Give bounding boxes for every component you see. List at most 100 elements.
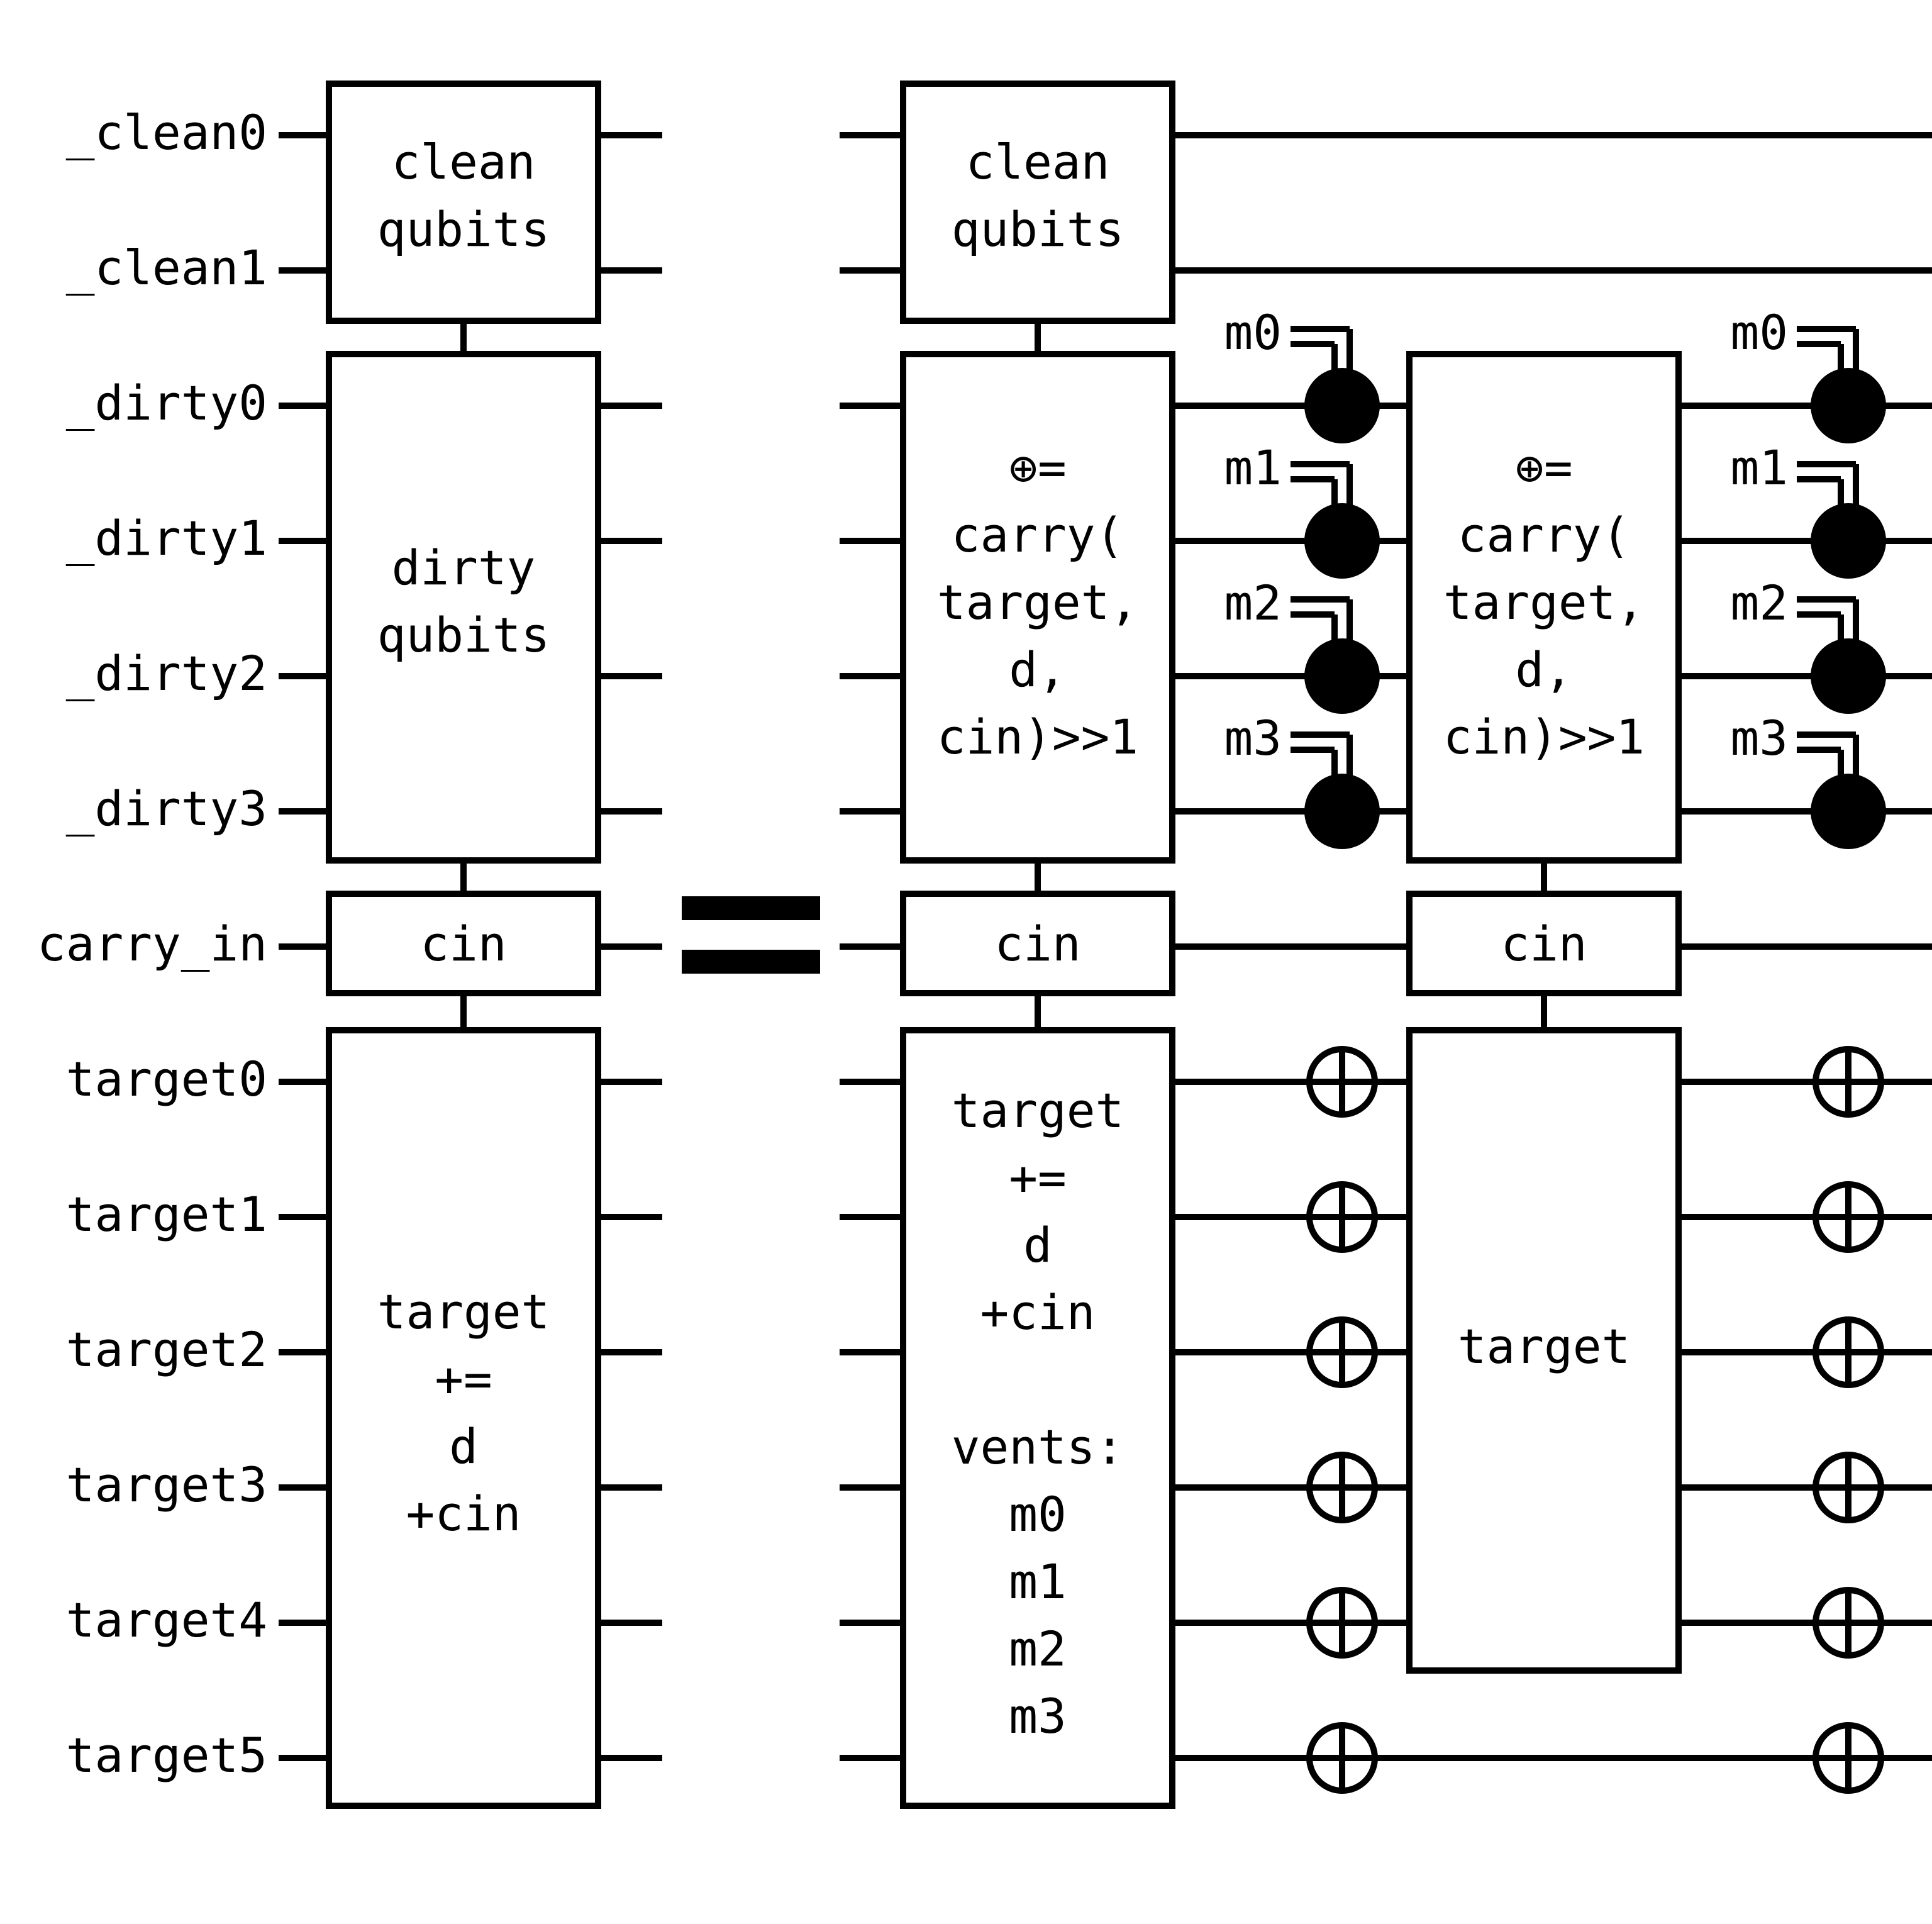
control-dot	[1304, 368, 1380, 443]
right-carry-line4: d,	[1009, 642, 1067, 698]
wire-label-target0: target0	[66, 1051, 267, 1107]
control-dot	[1304, 503, 1380, 579]
classical-control-m1-second: m1	[1730, 440, 1886, 579]
wire-label-target2: target2	[66, 1321, 267, 1377]
control-dot	[1811, 638, 1886, 714]
right-carry-line2: carry(	[952, 507, 1124, 563]
right-carry-box	[900, 351, 1175, 864]
measurement-label-m3: m3	[1224, 710, 1282, 766]
right-target-add-line3: d	[1023, 1217, 1052, 1273]
xor-gate	[1813, 1587, 1884, 1659]
classical-control-m2-second: m2	[1730, 575, 1886, 714]
left-target-label-line1: target	[377, 1284, 550, 1340]
right-carry2-line5: cin)>>1	[1443, 709, 1645, 765]
right-target-add-line10: m3	[1009, 1688, 1067, 1744]
right-target-add-line8: m1	[1009, 1554, 1067, 1610]
wire-label-target4: target4	[66, 1592, 267, 1648]
wire-label-dirty2: _dirty2	[66, 645, 267, 701]
right-target-add-line6: vents:	[952, 1419, 1124, 1475]
right-composite-gate-2: ⊕= carry( target, d, cin)>>1 cin target	[1406, 351, 1682, 1674]
measurement-controls-1: m0 m1 m2 m3	[1224, 304, 1380, 849]
wire-label-carry-in: carry_in	[37, 916, 267, 972]
right-cin2-box	[1406, 891, 1682, 996]
right-target-add-line9: m2	[1009, 1621, 1067, 1677]
wire-label-target3: target3	[66, 1457, 267, 1513]
right-clean-qubits-box	[900, 81, 1175, 324]
left-target-label-line3: d	[449, 1418, 478, 1474]
right-target2-label: target	[1458, 1318, 1631, 1374]
right-target-add-box	[900, 1027, 1175, 1809]
xor-gate	[1813, 1722, 1884, 1794]
classical-control-m3: m3	[1224, 710, 1380, 849]
xor-gate	[1306, 1181, 1378, 1253]
xor-gate	[1306, 1316, 1378, 1388]
right-composite-gate-1: clean qubits ⊕= carry( target, d, cin)>>…	[900, 81, 1175, 1809]
xor-gate	[1306, 1587, 1378, 1659]
right-clean-label-line2: qubits	[952, 201, 1124, 257]
xor-gate	[1813, 1316, 1884, 1388]
right-target-add-line2: +=	[1009, 1150, 1067, 1206]
right-carry-line5: cin)>>1	[937, 709, 1138, 765]
xor-gate	[1813, 1046, 1884, 1118]
control-dot	[1811, 774, 1886, 849]
wire-label-dirty3: _dirty3	[66, 781, 267, 837]
left-clean-label-line1: clean	[392, 134, 536, 190]
wire-labels: _clean0 _clean1 _dirty0 _dirty1 _dirty2 …	[37, 104, 267, 1783]
xor-gate	[1306, 1722, 1378, 1794]
control-dot	[1304, 774, 1380, 849]
xor-gate	[1813, 1181, 1884, 1253]
xor-targets-2	[1813, 1046, 1884, 1794]
right-target-add-line4: +cin	[980, 1284, 1095, 1340]
left-target-label-line2: +=	[435, 1351, 492, 1407]
right-carry2-line3: target,	[1443, 574, 1645, 630]
right-target2-box	[1406, 1027, 1682, 1674]
classical-control-m1: m1	[1224, 440, 1380, 579]
xor-gate	[1306, 1452, 1378, 1523]
right-carry-line3: target,	[937, 574, 1138, 630]
right-cin-label: cin	[994, 916, 1080, 972]
left-cin-label: cin	[420, 916, 506, 972]
left-target-box	[326, 1027, 601, 1809]
classical-control-m2: m2	[1224, 575, 1380, 714]
xor-gate	[1306, 1046, 1378, 1118]
left-clean-qubits-box	[326, 81, 601, 324]
left-cin-box	[326, 891, 601, 996]
right-carry2-line1: ⊕=	[1515, 440, 1573, 496]
right-carry2-line4: d,	[1515, 642, 1573, 698]
left-dirty-qubits-box	[326, 351, 601, 864]
right-cin-box	[900, 891, 1175, 996]
right-target-add-line1: target	[952, 1082, 1124, 1138]
xor-targets-1	[1306, 1046, 1378, 1794]
measurement-label-m0: m0	[1730, 304, 1788, 360]
xor-gate	[1813, 1452, 1884, 1523]
wire-label-clean1: _clean1	[66, 240, 267, 296]
equals-sign	[682, 896, 820, 974]
wire-label-dirty1: _dirty1	[66, 510, 267, 566]
left-clean-label-line2: qubits	[377, 201, 550, 257]
measurement-label-m2: m2	[1730, 575, 1788, 631]
control-dot	[1811, 368, 1886, 443]
left-dirty-label-line2: qubits	[377, 607, 550, 663]
wire-label-clean0: _clean0	[66, 104, 267, 160]
measurement-label-m0: m0	[1224, 304, 1282, 360]
measurement-label-m1: m1	[1730, 440, 1788, 496]
measurement-label-m2: m2	[1224, 575, 1282, 631]
wire-label-target1: target1	[66, 1186, 267, 1242]
right-carry2-line2: carry(	[1458, 507, 1631, 563]
right-clean-label-line1: clean	[966, 134, 1110, 190]
left-dirty-label-line1: dirty	[392, 540, 536, 596]
measurement-label-m1: m1	[1224, 440, 1282, 496]
right-carry2-box	[1406, 351, 1682, 864]
control-dot	[1811, 503, 1886, 579]
right-target-add-line7: m0	[1009, 1486, 1067, 1542]
wire-label-target5: target5	[66, 1727, 267, 1783]
classical-control-m3-second: m3	[1730, 710, 1886, 849]
wire-label-dirty0: _dirty0	[66, 375, 267, 431]
right-carry-line1: ⊕=	[1009, 440, 1067, 496]
left-composite-gate: clean qubits dirty qubits cin target += …	[326, 81, 601, 1809]
equals-bar-bottom	[682, 950, 820, 974]
right-cin2-label: cin	[1501, 916, 1587, 972]
classical-control-m0-second: m0	[1730, 304, 1886, 443]
left-target-label-line4: +cin	[406, 1486, 521, 1542]
